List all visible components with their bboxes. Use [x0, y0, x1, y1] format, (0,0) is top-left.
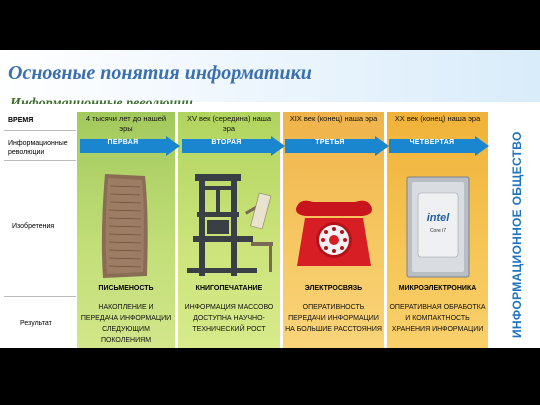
printing-press-image: [187, 174, 273, 276]
result-2: ИНФОРМАЦИЯ МАССОВО ДОСТУПНА НАУЧНО-ТЕХНИ…: [184, 304, 274, 333]
slide-subtitle: Информационные революции: [10, 96, 193, 104]
row-divider: [4, 130, 76, 131]
row-label-result: Результат: [20, 320, 52, 327]
invention-1: ПИСЬМЕНОСТЬ: [98, 285, 154, 292]
revolution-arrow-2: [182, 136, 285, 156]
slide: Основные понятия информатики Информацион…: [0, 50, 540, 348]
era-4: XX век (конец) наша эра: [394, 114, 481, 123]
revolution-label-2: ВТОРАЯ: [211, 139, 242, 146]
invention-4: МИКРОЭЛЕКТРОНИКА: [398, 285, 477, 292]
era-2: XV век (середина) наша эра: [186, 114, 272, 133]
result-1: НАКОПЛЕНИЕ И ПЕРЕДАЧА ИНФОРМАЦИИ СЛЕДУЮЩ…: [80, 304, 172, 344]
row-label-revolutions: Информационные революции: [8, 140, 68, 156]
chip-model-text: Core i7: [430, 228, 446, 234]
row-divider: [4, 296, 76, 297]
revolution-arrow-1: [80, 136, 180, 156]
chip-brand-text: intel: [427, 212, 451, 224]
row-label-inventions: Изобретения: [12, 223, 55, 230]
invention-2: КНИГОПЕЧАТАНИЕ: [195, 285, 263, 292]
result-3: ОПЕРАТИВНОСТЬ ПЕРЕДАЧИ ИНФОРМАЦИИ НА БОЛ…: [285, 304, 382, 333]
result-4: ОПЕРАТИВНАЯ ОБРАБОТКА И КОМПАКТНОСТЬ ХРА…: [389, 304, 486, 333]
row-label-time: ВРЕМЯ: [8, 117, 34, 124]
processor-chip-image: intel Core i7: [406, 176, 470, 278]
row-divider: [4, 160, 76, 161]
revolution-arrow-3: [285, 136, 389, 156]
invention-3: ЭЛЕКТРОСВЯЗЬ: [304, 285, 363, 292]
revolution-label-4: ЧЕТВЕРТАЯ: [409, 139, 455, 146]
side-label-information-society: ИНФОРМАЦИОННОЕ ОБЩЕСТВО: [510, 131, 524, 338]
clay-tablet-image: [101, 174, 148, 278]
telephone-image: [296, 200, 372, 266]
revolution-arrow-4: [389, 136, 489, 156]
era-3: XIX век (конец) наша эра: [289, 114, 378, 123]
slide-title: Основные понятия информатики: [8, 62, 312, 84]
header-background: [0, 50, 540, 102]
era-1: 4 тысячи лет до нашей эры: [85, 114, 167, 133]
revolution-label-3: ТРЕТЬЯ: [315, 139, 345, 146]
revolution-label-1: ПЕРВАЯ: [107, 139, 139, 146]
